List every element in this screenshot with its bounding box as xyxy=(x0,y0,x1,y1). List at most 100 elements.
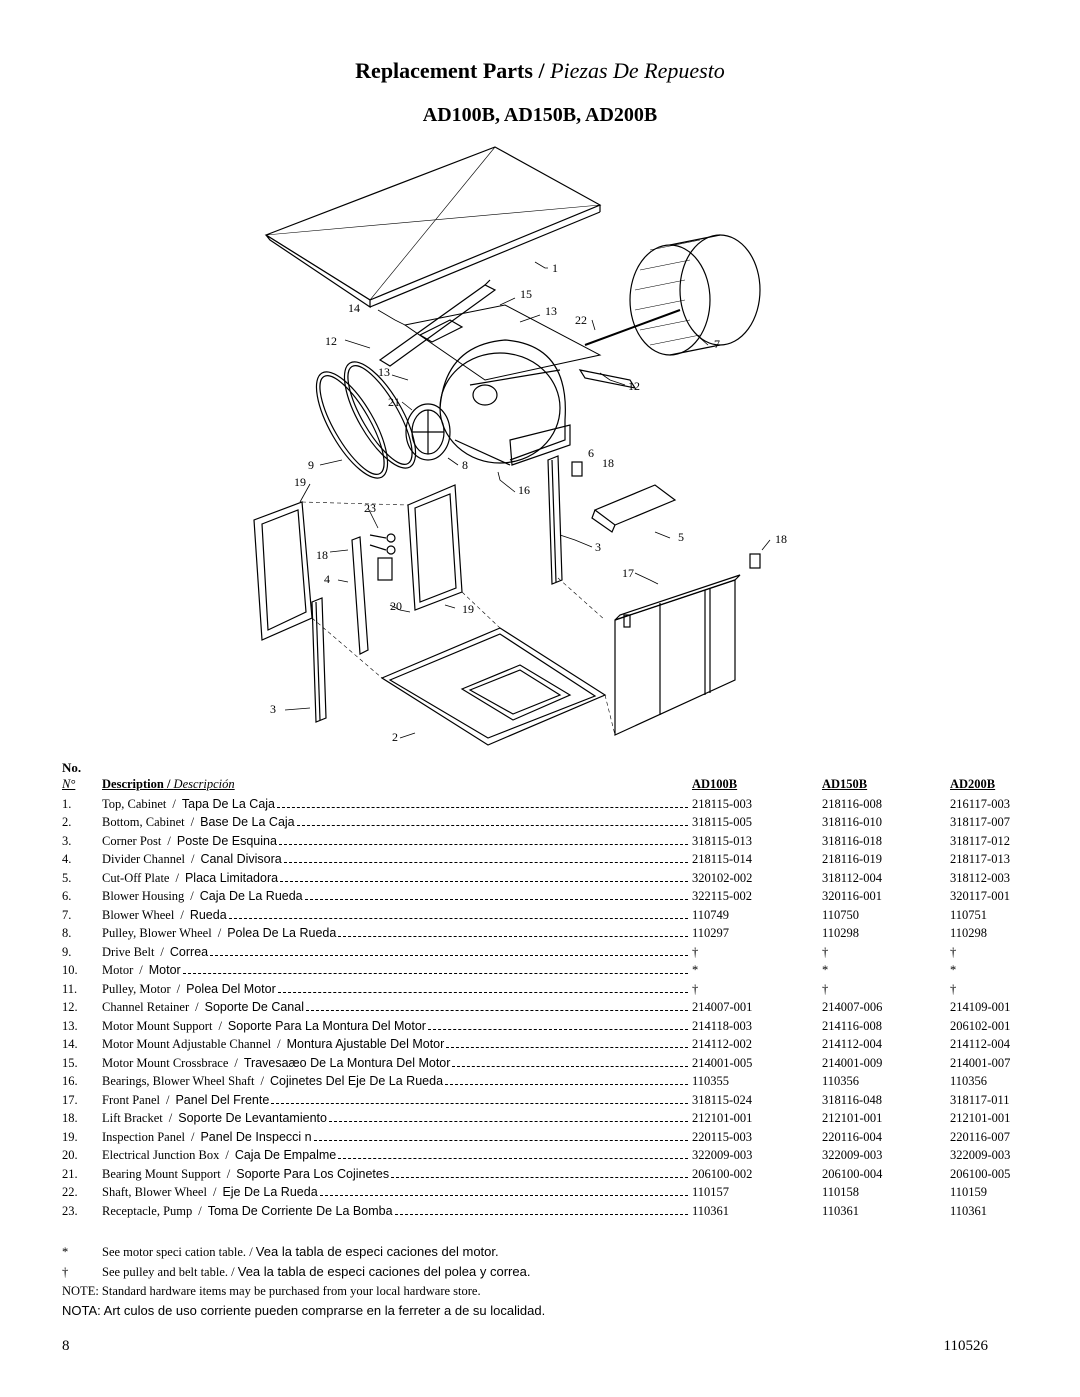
leader-dots xyxy=(452,1065,688,1067)
part-ad150b: 318116-018 xyxy=(822,833,882,848)
leader-dots xyxy=(277,991,688,993)
description-es: Panel De Inspecci n xyxy=(200,1129,312,1144)
part-ad100b: 110297 xyxy=(692,926,730,940)
part-ad150b: 322009-003 xyxy=(822,1148,883,1162)
row-number: 20. xyxy=(62,1148,78,1162)
blower-pulley-drawing xyxy=(405,403,451,461)
description-es: Polea Del Motor xyxy=(186,981,276,996)
part-ad100b: 322115-002 xyxy=(692,889,752,903)
exploded-parts-diagram: 1 15 14 13 22 12 7 13 12 21 6 9 8 18 19 … xyxy=(253,146,787,746)
part-ad150b: 218116-008 xyxy=(822,796,882,811)
leader-dots xyxy=(271,1102,688,1104)
leader-dots xyxy=(338,1158,688,1159)
callout-5: 5 xyxy=(678,530,684,544)
leader-dots xyxy=(280,880,688,882)
part-ad200b: 214001-007 xyxy=(950,1055,1011,1070)
description-es: Motor xyxy=(148,963,181,977)
lift-bracket-drawing-right xyxy=(571,461,583,477)
inspection-panel-left-drawing xyxy=(253,501,313,641)
corner-post-right-drawing xyxy=(547,455,563,585)
description-en: Top, Cabinet xyxy=(102,796,167,811)
diagram-callouts: 1 15 14 13 22 12 7 13 12 21 6 9 8 18 19 … xyxy=(270,261,787,744)
part-ad200b: 216117-003 xyxy=(950,796,1010,811)
callout-20: 20 xyxy=(390,599,402,613)
page-number: 8 xyxy=(62,1338,70,1354)
callout-7: 7 xyxy=(714,337,720,351)
description-en: Bottom, Cabinet xyxy=(102,815,185,829)
title-spanish: Piezas De Repuesto xyxy=(550,58,725,83)
page-title: Replacement Parts / Piezas De Repuesto xyxy=(0,58,1080,84)
number-header: No. xyxy=(62,760,82,775)
part-ad200b: 206100-005 xyxy=(950,1166,1011,1181)
part-ad200b: 214112-004 xyxy=(950,1037,1010,1051)
note-pulley: †See pulley and belt table. / Vea la tab… xyxy=(62,1264,531,1279)
part-ad100b: 318115-024 xyxy=(692,1092,752,1107)
row-number: 17. xyxy=(62,1092,78,1107)
callout-9: 9 xyxy=(308,458,314,472)
row-number: 13. xyxy=(62,1018,78,1033)
row-number: 22. xyxy=(62,1185,78,1199)
description-en: Blower Housing xyxy=(102,889,185,903)
part-ad150b: 110361 xyxy=(822,1203,860,1218)
table-row: 11.Pulley, Motor/Polea Del Motor††† xyxy=(62,980,1050,999)
part-ad150b: 320116-001 xyxy=(822,889,882,903)
part-ad100b: 214118-003 xyxy=(692,1018,752,1033)
part-ad200b: 214109-001 xyxy=(950,1000,1011,1014)
description-es: Placa Limitadora xyxy=(184,870,279,885)
part-ad200b: 218117-013 xyxy=(950,852,1010,866)
row-number: 3. xyxy=(62,833,72,848)
leader-dots xyxy=(283,862,688,863)
description-en: Cut-Off Plate xyxy=(102,870,170,885)
description-es: Travesaæo De La Montura Del Motor xyxy=(243,1055,451,1070)
table-row: 10.Motor/Motor*** xyxy=(62,961,1050,980)
leader-dots xyxy=(328,1121,688,1122)
description-en: Drive Belt xyxy=(102,944,155,959)
part-ad150b: 214007-006 xyxy=(822,1000,883,1014)
title-english: Replacement Parts xyxy=(355,58,533,83)
row-number: 7. xyxy=(62,907,72,922)
drive-belts-drawing xyxy=(315,361,417,479)
description-es: Canal Divisora xyxy=(200,852,282,866)
part-ad150b: 220116-004 xyxy=(822,1129,882,1144)
callout-18a: 18 xyxy=(602,456,614,470)
leader-dots xyxy=(313,1139,688,1141)
lift-bracket-drawing-front xyxy=(749,553,761,569)
part-ad200b: 110298 xyxy=(950,926,988,940)
part-ad150b: 318112-004 xyxy=(822,870,882,885)
part-ad200b: 110356 xyxy=(950,1074,988,1088)
part-ad150b: 212101-001 xyxy=(822,1111,883,1125)
description-es: Soporte Para La Montura Del Motor xyxy=(227,1018,426,1033)
n-header: N° xyxy=(62,777,76,791)
description-es: Panel Del Frente xyxy=(175,1092,270,1107)
row-number: 6. xyxy=(62,889,72,903)
part-ad100b: 320102-002 xyxy=(692,870,753,885)
blower-wheel-drawing xyxy=(584,234,761,356)
part-ad100b: 218115-003 xyxy=(692,796,752,811)
divider-channel-drawing xyxy=(351,536,369,655)
description-es: Rueda xyxy=(189,907,227,922)
table-row: 8.Pulley, Blower Wheel/Polea De La Rueda… xyxy=(62,924,1050,943)
parts-table: N° Description / Descripción AD100B AD15… xyxy=(62,775,1050,1220)
part-ad100b: 214001-005 xyxy=(692,1055,753,1070)
table-row: 9.Drive Belt/Correa††† xyxy=(62,943,1050,962)
part-ad100b: 318115-013 xyxy=(692,833,752,848)
table-row: 15.Motor Mount Crossbrace/Travesaæo De L… xyxy=(62,1054,1050,1073)
leader-dots xyxy=(319,1195,688,1196)
junction-box-drawing xyxy=(369,533,396,581)
leader-dots xyxy=(228,917,688,919)
bottom-cabinet-drawing xyxy=(380,627,607,746)
table-row: 14.Motor Mount Adjustable Channel/Montur… xyxy=(62,1035,1050,1054)
leader-dots xyxy=(305,1010,688,1011)
leader-dots xyxy=(182,973,688,974)
part-ad200b: 320117-001 xyxy=(950,889,1010,903)
part-ad100b: * xyxy=(692,963,699,977)
part-ad200b: 318112-003 xyxy=(950,870,1010,885)
description-header: Description xyxy=(102,777,164,791)
part-ad200b: 220116-007 xyxy=(950,1129,1010,1144)
